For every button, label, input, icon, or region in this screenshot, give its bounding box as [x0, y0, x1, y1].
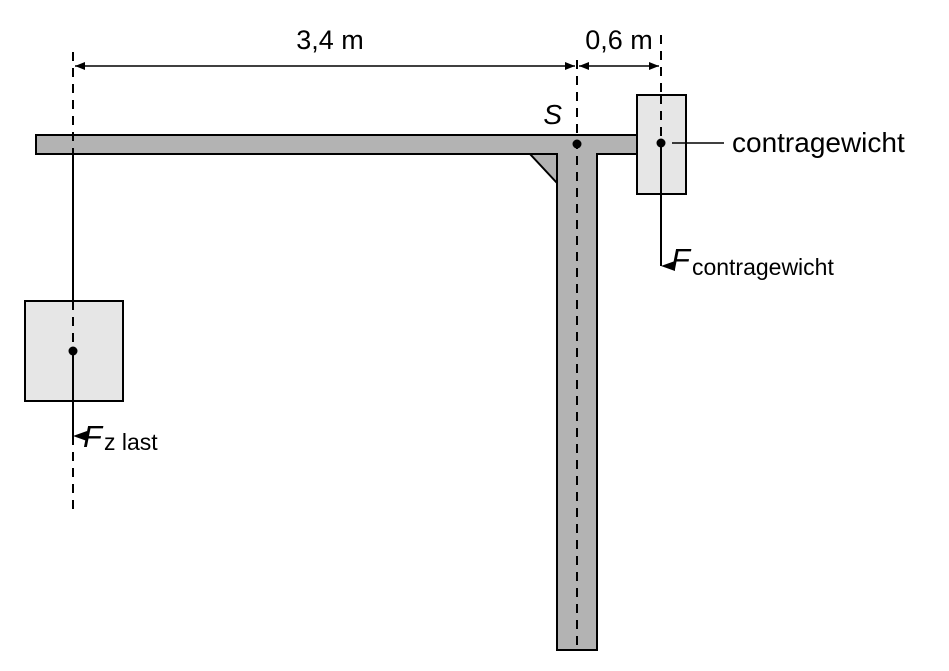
dimension-label-right-span: 0,6 m: [585, 25, 653, 55]
load-force-subscript: z last: [104, 429, 158, 455]
counterweight-force-subscript: contragewicht: [692, 254, 835, 280]
crane-jib: [35, 134, 641, 155]
load-force-symbol: F: [83, 419, 104, 454]
jib-mast-joint: [558, 150, 596, 156]
load-force-label: Fz last: [83, 419, 158, 455]
pivot-point: [572, 139, 582, 149]
jib-brace: [527, 153, 558, 186]
counterweight-force-label: Fcontragewicht: [671, 242, 834, 280]
pivot-label: S: [543, 99, 562, 130]
counterweight-force-symbol: F: [671, 242, 692, 277]
dimension-label-left-span: 3,4 m: [296, 25, 364, 55]
counterweight-label: contragewicht: [732, 127, 905, 158]
